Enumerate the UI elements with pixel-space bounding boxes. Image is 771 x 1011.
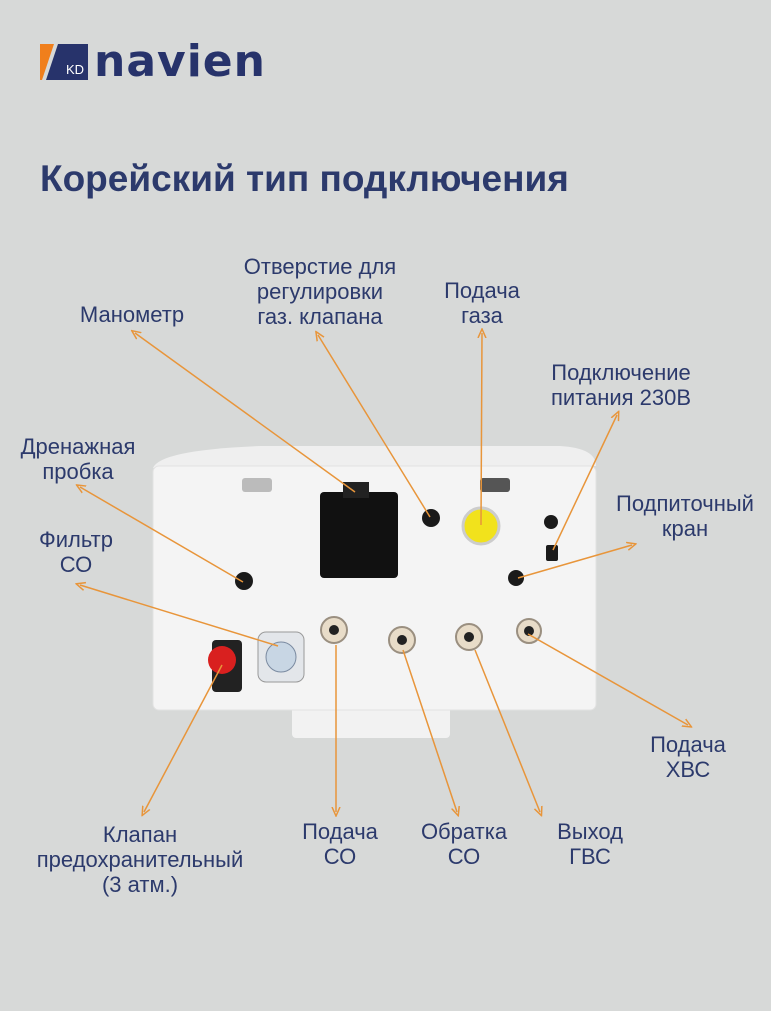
label-line: Подача	[302, 819, 378, 844]
leader-makeup-valve	[517, 545, 632, 579]
label-heating-supply: Подача СО	[302, 819, 378, 869]
label-power: Подключение питания 230В	[551, 360, 691, 410]
label-line: пробка	[42, 459, 114, 484]
gas-valve-hole	[422, 509, 440, 527]
boiler-body	[152, 446, 597, 738]
leader-filter	[80, 585, 279, 647]
leader-cold-water	[527, 633, 688, 725]
label-gas-supply: Подача газа	[444, 278, 520, 328]
label-line: Обратка	[420, 819, 508, 844]
label-safety-valve: Клапан предохранительный (3 атм.)	[37, 822, 244, 897]
power-connector	[546, 545, 558, 561]
makeup-valve	[508, 570, 524, 586]
label-line: Подача	[650, 732, 726, 757]
label-drain: Дренажная пробка	[21, 434, 136, 484]
leader-power	[552, 415, 617, 551]
svg-text:KD: KD	[66, 62, 84, 77]
brand-name: NAVIEN	[94, 36, 266, 87]
label-makeup-valve: Подпиточный кран	[616, 491, 754, 541]
label-line: СО	[323, 844, 357, 869]
label-gas-valve-hole: Отверстие для регулировки газ. клапана	[244, 254, 396, 329]
label-line: газ. клапана	[257, 304, 383, 329]
label-line: Подпиточный	[616, 491, 754, 516]
navien-logo: KD NAVIEN	[40, 40, 266, 84]
manometer-housing	[320, 492, 398, 578]
label-line: Подключение	[551, 360, 691, 385]
page-title: Корейский тип подключения	[40, 158, 569, 199]
leader-gas-valve-hole	[318, 335, 431, 518]
label-line: газа	[461, 303, 503, 328]
label-dhw-out: Выход ГВС	[557, 819, 623, 869]
label-line: Клапан	[102, 822, 178, 847]
label-line: регулировки	[256, 279, 384, 304]
drain-plug	[235, 572, 253, 590]
label-line: Подача	[444, 278, 520, 303]
label-line: питания 230В	[550, 385, 692, 410]
label-line: Отверстие для	[243, 254, 397, 279]
leader-safety-valve	[144, 664, 223, 812]
label-line: кран	[661, 516, 709, 541]
label-cold-water: Подача ХВС	[650, 732, 726, 782]
label-line: предохранительный	[36, 847, 244, 872]
label-line: СО	[447, 844, 481, 869]
label-line: ХВС	[665, 757, 711, 782]
label-heating-return: Обратка СО	[421, 819, 507, 869]
label-line: Фильтр	[39, 527, 113, 552]
leader-dhw-out	[474, 649, 540, 812]
label-line: Выход	[557, 819, 623, 844]
label-line: ГВС	[569, 844, 611, 869]
leader-drain	[80, 487, 244, 583]
label-line: Дренажная	[20, 434, 136, 459]
label-manometer: Манометр	[79, 302, 185, 327]
leader-gas-supply	[481, 333, 482, 526]
leader-manometer	[135, 333, 356, 493]
safety-valve	[208, 646, 236, 674]
label-line: (3 атм.)	[101, 872, 179, 897]
label-line: СО	[59, 552, 93, 577]
label-filter: Фильтр СО	[39, 527, 113, 577]
leader-heating-return	[402, 649, 457, 812]
brand-mark-icon: KD	[40, 44, 88, 80]
